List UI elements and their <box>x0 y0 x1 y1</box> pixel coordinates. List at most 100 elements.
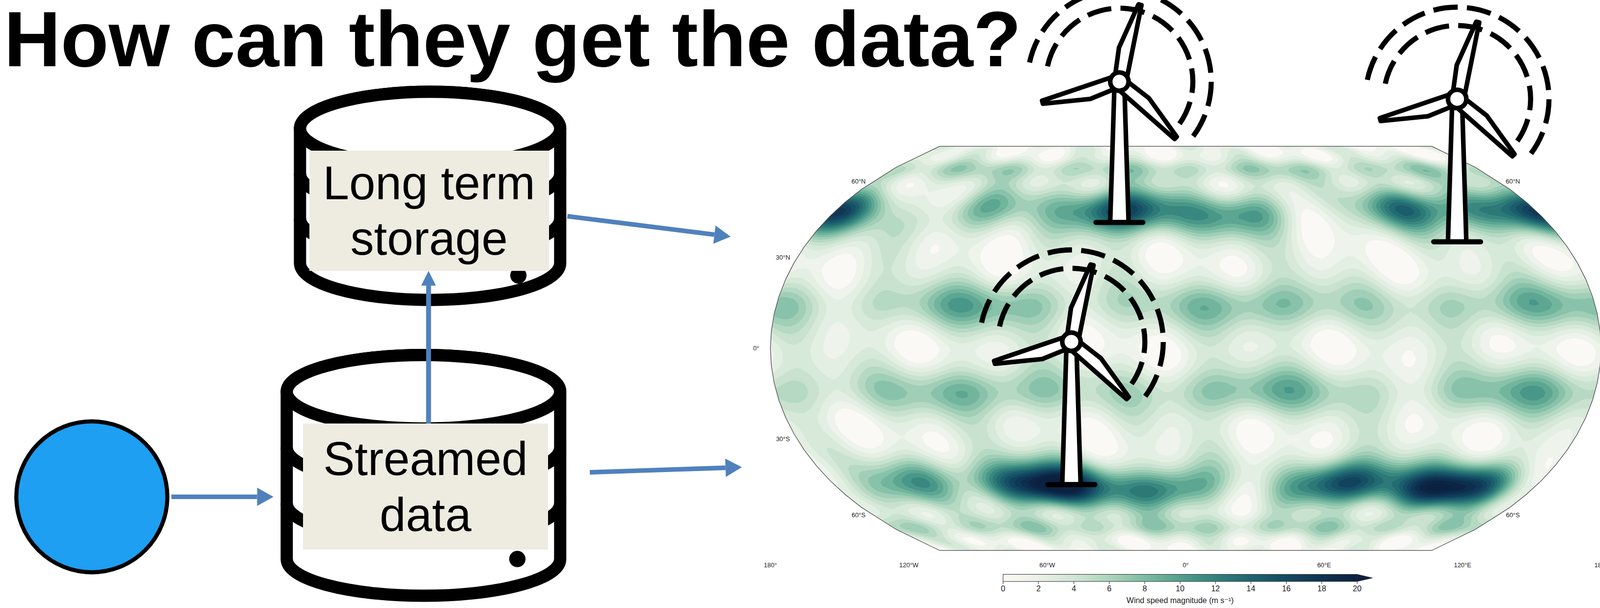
wind-band <box>770 146 1600 552</box>
wind-turbine-icon <box>1367 7 1549 243</box>
wind-band <box>819 193 1552 506</box>
colorbar-tick <box>1144 581 1145 585</box>
box-label: Streamed data <box>307 431 544 543</box>
database-icon <box>286 355 561 597</box>
colorbar-tick-label: 20 <box>1352 584 1362 594</box>
arrow-head <box>257 488 274 507</box>
flow-arrow <box>567 216 731 245</box>
turbine-blade <box>1064 262 1099 336</box>
colorbar-tick <box>1038 581 1039 585</box>
wind-band <box>827 203 1544 499</box>
colorbar-tick-label: 4 <box>1071 584 1076 594</box>
axis-tick-label: 120°E <box>1453 562 1472 570</box>
colorbar-tick <box>1356 581 1358 585</box>
storage-label-box: Long term storage <box>309 150 550 272</box>
arrow-shaft <box>589 468 726 473</box>
turbine-blade <box>1120 81 1183 143</box>
colorbar-tick <box>1002 581 1004 585</box>
axis-tick-label: 30°S <box>775 436 790 443</box>
colorbar-tick <box>1321 581 1323 585</box>
continent <box>101 425 156 539</box>
box-label: Long term storage <box>314 155 545 267</box>
colorbar-tick-label: 8 <box>1142 584 1147 594</box>
turbine-blade <box>1378 95 1452 129</box>
wind-band <box>822 197 1549 503</box>
wind-band <box>772 158 1600 538</box>
turbine-blade <box>993 338 1067 372</box>
wind-band <box>1027 474 1467 495</box>
map-outline <box>770 146 1600 552</box>
axis-tick-label: 60°S <box>851 512 866 520</box>
turbine-blade <box>1450 19 1484 93</box>
colorbar-tick-label: 12 <box>1211 584 1220 594</box>
axis-tick-label: 60°S <box>1505 512 1520 520</box>
storage-label-box: Streamed data <box>303 423 549 551</box>
wind-band <box>826 201 1546 501</box>
axis-tick-label: 30°N <box>775 253 791 261</box>
wind-band <box>824 199 1547 502</box>
turbine-blade <box>1073 341 1135 403</box>
turbine-hub <box>1110 72 1129 91</box>
wind-map <box>770 146 1600 552</box>
colorbar-tick-label: 0 <box>1000 584 1006 594</box>
colorbar-title: Wind speed magnitude (m s⁻¹) <box>1126 597 1234 607</box>
colorbar <box>1002 574 1357 582</box>
wind-band <box>1020 472 1477 497</box>
turbine-blade <box>1112 2 1147 76</box>
axis-tick-label: 0° <box>1182 562 1189 570</box>
flow-connector <box>426 285 432 424</box>
colorbar-tick <box>1250 581 1252 585</box>
arrow-head <box>713 225 731 245</box>
arrow-shaft <box>171 495 258 500</box>
colorbar-tick <box>1108 581 1110 585</box>
colorbar-tick-label: 6 <box>1106 584 1112 594</box>
turbine-blade <box>1458 98 1520 160</box>
wind-band <box>816 189 1555 509</box>
turbine-blade <box>1041 78 1115 112</box>
arrow-shaft <box>567 216 715 235</box>
colorbar-tick <box>1286 581 1287 585</box>
wind-turbine-icon <box>1029 0 1212 223</box>
axis-tick-label: 60°E <box>1317 562 1331 570</box>
wind-band <box>770 146 1600 552</box>
axis-tick-label: 180° <box>1594 562 1600 570</box>
wind-band <box>771 146 1600 552</box>
slide-title: How can they get the data? <box>3 0 1021 79</box>
colorbar-tick-label: 18 <box>1317 584 1326 594</box>
axis-tick-label: 60°W <box>1039 562 1056 570</box>
turbine-hub <box>1447 89 1466 109</box>
map-ground <box>770 146 1600 552</box>
wind-band <box>1034 475 1453 493</box>
cylinder-top <box>286 355 561 429</box>
colorbar-extension <box>1356 574 1373 582</box>
cylinder-body <box>300 91 561 301</box>
cylinder-body <box>286 355 561 597</box>
turbine-hub <box>1062 332 1081 352</box>
turbine-base <box>1433 239 1481 245</box>
colorbar-tick-label: 14 <box>1246 584 1256 594</box>
wind-band <box>820 195 1551 504</box>
arrow-head <box>725 459 743 478</box>
cylinder-dot <box>509 551 526 568</box>
colorbar-tick <box>1073 581 1075 585</box>
colorbar-tick-label: 10 <box>1175 584 1185 594</box>
globe-outline <box>16 421 168 574</box>
wind-band <box>830 206 1540 498</box>
earth-icon <box>16 421 168 574</box>
colorbar-tick <box>1215 581 1216 585</box>
turbine-tower <box>1110 89 1129 223</box>
turbine-tower <box>1062 350 1081 485</box>
wind-band <box>774 165 1598 533</box>
turbine-base <box>1096 220 1144 225</box>
turbine-base <box>1048 482 1096 488</box>
colorbar-tick-label: 2 <box>1036 584 1041 594</box>
axis-tick-label: 0° <box>752 345 759 353</box>
wind-turbine-icon <box>981 249 1164 485</box>
colorbar-tick <box>1179 581 1181 585</box>
axis-tick-label: 180° <box>763 562 777 570</box>
flow-arrow <box>589 459 743 478</box>
ocean <box>16 421 168 574</box>
axis-tick-label: 60°N <box>851 178 866 186</box>
